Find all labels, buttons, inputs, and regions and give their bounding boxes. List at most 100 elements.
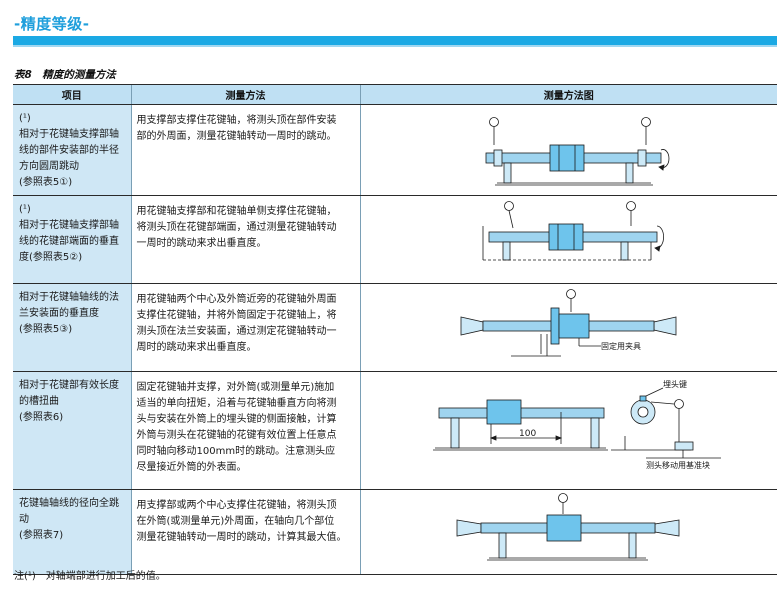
table-row: 相对于花键轴轴线的法 兰安装面的垂直度 (参照表5③) 用花键轴两个中心及外筒近… (13, 283, 777, 372)
item-cell: (¹) 相对于花键轴支撑部轴 线的部件安装部的半径 方向圆周跳动 (参照表5①) (13, 104, 131, 196)
center-point-right (653, 316, 676, 336)
item-line: 相对于花键轴轴线的法 (19, 292, 119, 303)
center-point-left (456, 519, 481, 537)
item-line: (参照表6) (19, 412, 64, 423)
table-row: (¹) 相对于花键轴支撑部轴 线的花键部端面的垂直 度(参照表5②) 用花键轴支… (13, 195, 777, 284)
spline-nut (486, 399, 521, 425)
table-header-row: 项目 测量方法 测量方法图 (13, 84, 777, 105)
total-runout-diagram (456, 493, 679, 561)
table-row: 相对于花键部有效长度 的槽扭曲 (参照表6) 固定花键轴并支撑，对外筒(或测量单… (13, 371, 777, 490)
dial-gauge-icon (625, 201, 636, 211)
perpendicularity-diagram (482, 201, 664, 261)
v-block-support (620, 241, 628, 261)
reference-block (674, 441, 693, 451)
flange (550, 307, 559, 345)
v-block-support (503, 162, 511, 184)
title-bar (13, 36, 777, 45)
v-block-support (625, 162, 633, 184)
spline-nut (549, 144, 584, 172)
method-line: 测量花键轴转动一周时的跳动，计算其最大值。 (136, 532, 347, 543)
table-row: (¹) 相对于花键轴支撑部轴 线的部件安装部的半径 方向圆周跳动 (参照表5①)… (13, 104, 777, 196)
dial-gauge-icon (503, 201, 514, 211)
method-line: 适当的单向扭矩，沿着与花键轴垂直方向将测 (136, 398, 337, 409)
item-line: 花键轴轴线的径向全跳 (19, 498, 119, 509)
figure-cell (359, 104, 777, 196)
title-bar-underline (13, 45, 777, 47)
item-line: 方向圆周跳动 (19, 161, 79, 172)
table-caption: 表8 精度的测量方法 (14, 69, 116, 81)
item-line: 兰安装面的垂直度 (19, 308, 99, 319)
method-line: 在外筒(或测量单元)外周面，在轴向几个部位 (136, 516, 335, 527)
method-line: 固定花键轴并支撑，对外筒(或测量单元)施加 (136, 382, 335, 393)
method-line: 周时的跳动来求出垂直度。 (136, 342, 257, 353)
item-cell: 相对于花键轴轴线的法 兰安装面的垂直度 (参照表5③) (13, 283, 131, 372)
v-block-support (628, 532, 636, 559)
method-cell: 固定花键轴并支撑，对外筒(或测量单元)施加 适当的单向扭矩，沿着与花键轴垂直方向… (130, 371, 360, 490)
method-line: 一周时的跳动来求出垂直度。 (136, 238, 267, 249)
item-line: (参照表5③) (19, 324, 73, 335)
item-line: 线的部件安装部的半径 (19, 145, 119, 156)
item-line: 相对于花键部有效长度 (19, 380, 119, 391)
method-line: 部的外周面，测量花键轴转动一周时的跳动。 (136, 131, 337, 142)
v-block-support (450, 417, 459, 449)
dimension-100-label: 100 (519, 429, 536, 439)
embedded-key-label: 埋头键 (663, 379, 687, 389)
method-line: 测头顶在法兰安装面，通过测定花键轴转动一 (136, 326, 337, 337)
reference-block-label: 测头移动用基准块 (646, 460, 710, 470)
method-line: 支撑住花键轴，并将外筒固定于花键轴上，将 (136, 310, 337, 321)
item-line: 线的花键部端面的垂直 (19, 236, 119, 247)
dial-gauge-icon (673, 399, 684, 409)
method-line: 用花键轴支撑部和花键轴单侧支撑住花键轴， (136, 206, 337, 217)
dial-gauge-icon (488, 117, 499, 127)
center-point-right (654, 519, 679, 537)
v-block-support (502, 241, 510, 261)
item-line: 动 (19, 514, 29, 525)
precision-table: 项目 测量方法 测量方法图 (¹) 相对于花键轴支撑部轴 线的部件安装部的半径 … (13, 84, 777, 575)
item-line: (参照表5①) (19, 177, 73, 188)
item-line: (¹) (19, 113, 31, 124)
item-line: 度(参照表5②) (19, 252, 83, 263)
rotation-arrow-icon (656, 225, 664, 249)
method-line: 头与安装在外筒上的埋头键的侧面接触，计算 (136, 414, 337, 425)
method-line: 用花键轴两个中心及外筒近旁的花键轴外周面 (136, 294, 337, 305)
item-line: 相对于花键轴支撑部轴 (19, 220, 119, 231)
method-line: 尽量接近外筒的外表面。 (136, 462, 247, 473)
method-line: 用支撑部或两个中心支撑住花键轴，将测头顶 (136, 500, 337, 511)
method-cell: 用花键轴支撑部和花键轴单侧支撑住花键轴， 将测头顶在花键部端面，通过测量花键轴转… (130, 195, 360, 284)
embedded-key (639, 395, 646, 402)
item-cell: (¹) 相对于花键轴支撑部轴 线的花键部端面的垂直 度(参照表5②) (13, 195, 131, 284)
v-block-support (590, 417, 599, 449)
figure-cell: 固定用夹具 (359, 283, 777, 372)
figure-cell (359, 195, 777, 284)
method-line: 将测头顶在花键部端面，通过测量花键轴转动 (136, 222, 337, 233)
method-cell: 用支撑部支撑住花键轴，将测头顶在部件安装 部的外周面，测量花键轴转动一周时的跳动… (130, 104, 360, 196)
method-line: 同时轴向移动100mm时的跳动。注意测头应 (136, 446, 336, 457)
item-cell: 花键轴轴线的径向全跳 动 (参照表7) (13, 489, 131, 575)
radial-runout-diagram (485, 117, 669, 186)
rotation-arrow-icon (660, 149, 669, 168)
figure-cell: 埋头键 100 测头移动用基准块 (359, 371, 777, 490)
header-item: 项目 (13, 84, 131, 105)
header-figure: 测量方法图 (359, 84, 777, 105)
flange-perpendicularity-diagram: 固定用夹具 (460, 289, 676, 357)
section-title: -精度等级- (14, 15, 90, 33)
item-line: (¹) (19, 204, 31, 215)
spline-nut (548, 223, 583, 251)
item-line: 的槽扭曲 (19, 396, 59, 407)
groove-twist-diagram: 埋头键 100 测头移动用基准块 (432, 379, 721, 470)
method-cell: 用花键轴两个中心及外筒近旁的花键轴外周面 支撑住花键轴，并将外筒固定于花键轴上，… (130, 283, 360, 372)
fixing-jig-label: 固定用夹具 (601, 341, 641, 351)
item-line: (参照表7) (19, 530, 64, 541)
figure-cell (359, 489, 777, 575)
dial-gauge-icon (557, 493, 568, 503)
center-point-left (460, 316, 483, 336)
dial-gauge-icon (565, 289, 576, 299)
dial-gauge-icon (640, 117, 651, 127)
header-method: 测量方法 (130, 84, 360, 105)
method-cell: 用支撑部或两个中心支撑住花键轴，将测头顶 在外筒(或测量单元)外周面，在轴向几个… (130, 489, 360, 575)
method-line: 外筒与测头在花键轴的花键有效位置上任意点 (136, 430, 337, 441)
method-line: 用支撑部支撑住花键轴，将测头顶在部件安装 (136, 115, 337, 126)
v-block-support (498, 532, 506, 559)
item-line: 相对于花键轴支撑部轴 (19, 129, 119, 140)
spline-nut (546, 514, 581, 542)
